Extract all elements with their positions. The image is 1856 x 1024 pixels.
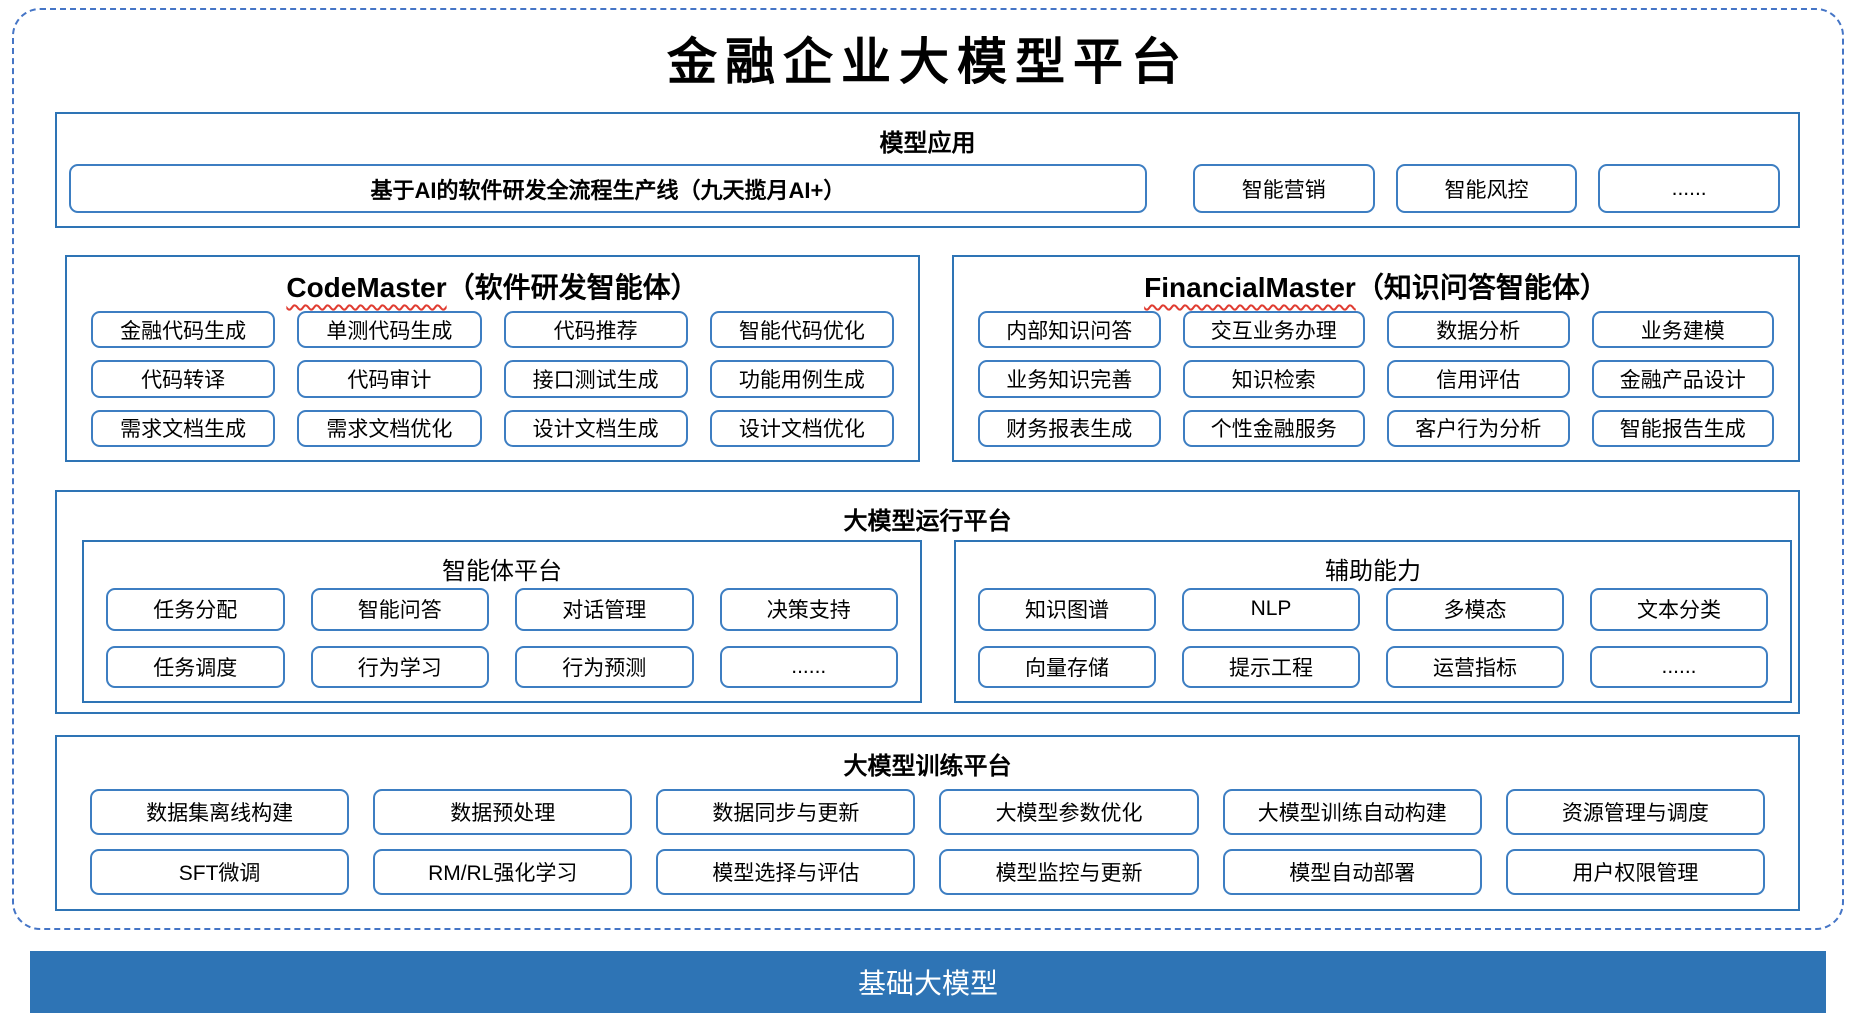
codemaster-item: 设计文档优化 (709, 409, 894, 447)
app-item: 智能营销 (1192, 164, 1375, 213)
financialmaster-item: 信用评估 (1387, 360, 1570, 398)
codemaster-item: 接口测试生成 (503, 360, 688, 398)
training-item: 大模型训练自动构建 (1222, 789, 1482, 835)
model-applications-row: 基于AI的软件研发全流程生产线（九天揽月AI+） 智能营销 智能风控 .....… (69, 164, 1780, 213)
codemaster-item: 需求文档生成 (91, 409, 276, 447)
aux-capability-grid: 知识图谱 NLP 多模态 文本分类 向量存储 提示工程 运营指标 ...... (978, 588, 1768, 688)
training-item: 模型监控与更新 (939, 849, 1199, 895)
financialmaster-title-zh: （知识问答智能体） (1355, 272, 1608, 303)
financialmaster-title-en: FinancialMaster (1144, 272, 1356, 303)
section-codemaster: CodeMaster（软件研发智能体） 金融代码生成 单测代码生成 代码推荐 智… (65, 255, 920, 462)
aux-capability-title: 辅助能力 (1325, 558, 1421, 585)
agent-item: 行为预测 (515, 645, 694, 688)
foundation-model-label: 基础大模型 (857, 968, 998, 999)
codemaster-item: 代码转译 (91, 360, 276, 398)
financialmaster-item: 交互业务办理 (1182, 311, 1365, 349)
aux-item: 提示工程 (1182, 645, 1360, 688)
diagram-title: 金融企业大模型平台 (667, 32, 1189, 91)
section-financialmaster: FinancialMaster（知识问答智能体） 内部知识问答 交互业务办理 数… (952, 255, 1800, 462)
training-item: 模型自动部署 (1222, 849, 1482, 895)
training-item: 用户权限管理 (1505, 849, 1765, 895)
codemaster-item: 需求文档优化 (297, 409, 482, 447)
aux-item: 向量存储 (978, 645, 1156, 688)
section-codemaster-title: CodeMaster（软件研发智能体） (67, 266, 918, 306)
aux-item-ellipsis: ...... (1590, 645, 1768, 688)
agent-item: 任务分配 (106, 588, 285, 631)
agent-platform-title: 智能体平台 (442, 558, 562, 585)
financialmaster-item: 数据分析 (1387, 311, 1570, 349)
codemaster-item: 设计文档生成 (503, 409, 688, 447)
training-item: SFT微调 (90, 849, 350, 895)
training-item: 数据预处理 (373, 789, 633, 835)
section-model-applications: 模型应用 基于AI的软件研发全流程生产线（九天揽月AI+） 智能营销 智能风控 … (55, 112, 1800, 228)
codemaster-item: 单测代码生成 (297, 311, 482, 349)
training-item: RM/RL强化学习 (373, 849, 633, 895)
agent-item: 智能问答 (310, 588, 489, 631)
codemaster-item: 智能代码优化 (709, 311, 894, 349)
agent-item-ellipsis: ...... (719, 645, 898, 688)
foundation-model-bar: 基础大模型 (30, 951, 1826, 1013)
subsection-aux-capability: 辅助能力 知识图谱 NLP 多模态 文本分类 向量存储 提示工程 运营指标 ..… (954, 540, 1792, 703)
section-runtime-title: 大模型运行平台 (843, 508, 1012, 535)
section-training-title: 大模型训练平台 (843, 753, 1012, 780)
training-item: 模型选择与评估 (656, 849, 916, 895)
codemaster-item: 代码审计 (297, 360, 482, 398)
aux-item: 文本分类 (1590, 588, 1768, 631)
codemaster-grid: 金融代码生成 单测代码生成 代码推荐 智能代码优化 代码转译 代码审计 接口测试… (91, 311, 894, 447)
section-runtime-platform: 大模型运行平台 智能体平台 任务分配 智能问答 对话管理 决策支持 任务调度 行… (55, 490, 1800, 714)
agent-item: 任务调度 (106, 645, 285, 688)
training-item: 大模型参数优化 (939, 789, 1199, 835)
aux-item: 多模态 (1386, 588, 1564, 631)
financialmaster-item: 知识检索 (1182, 360, 1365, 398)
agent-item: 对话管理 (515, 588, 694, 631)
aux-item: 运营指标 (1386, 645, 1564, 688)
section-training-platform: 大模型训练平台 数据集离线构建 数据预处理 数据同步与更新 大模型参数优化 大模… (55, 735, 1800, 911)
app-item-ai-pipeline: 基于AI的软件研发全流程生产线（九天揽月AI+） (69, 164, 1147, 213)
financialmaster-item: 业务建模 (1591, 311, 1774, 349)
codemaster-title-zh: （软件研发智能体） (446, 272, 699, 303)
training-item: 资源管理与调度 (1505, 789, 1765, 835)
outer-dashed-border (12, 8, 1844, 930)
codemaster-item: 金融代码生成 (91, 311, 276, 349)
section-model-applications-title: 模型应用 (879, 130, 976, 157)
agent-platform-grid: 任务分配 智能问答 对话管理 决策支持 任务调度 行为学习 行为预测 .....… (106, 588, 898, 688)
codemaster-item: 代码推荐 (503, 311, 688, 349)
section-financialmaster-title: FinancialMaster（知识问答智能体） (954, 266, 1798, 306)
aux-item: 知识图谱 (978, 588, 1156, 631)
subsection-agent-platform: 智能体平台 任务分配 智能问答 对话管理 决策支持 任务调度 行为学习 行为预测… (82, 540, 922, 703)
app-item: 智能风控 (1395, 164, 1578, 213)
financialmaster-item: 业务知识完善 (978, 360, 1161, 398)
financialmaster-item: 财务报表生成 (978, 409, 1161, 447)
financialmaster-item: 金融产品设计 (1591, 360, 1774, 398)
financialmaster-item: 个性金融服务 (1182, 409, 1365, 447)
agent-item: 行为学习 (310, 645, 489, 688)
financialmaster-item: 内部知识问答 (978, 311, 1161, 349)
training-item: 数据同步与更新 (656, 789, 916, 835)
financialmaster-item: 客户行为分析 (1387, 409, 1570, 447)
aux-item: NLP (1182, 588, 1360, 631)
training-grid: 数据集离线构建 数据预处理 数据同步与更新 大模型参数优化 大模型训练自动构建 … (90, 789, 1765, 895)
agent-item: 决策支持 (719, 588, 898, 631)
financialmaster-item: 智能报告生成 (1591, 409, 1774, 447)
financialmaster-grid: 内部知识问答 交互业务办理 数据分析 业务建模 业务知识完善 知识检索 信用评估… (978, 311, 1774, 447)
training-item: 数据集离线构建 (90, 789, 350, 835)
app-item-ellipsis: ...... (1598, 164, 1780, 213)
codemaster-item: 功能用例生成 (709, 360, 894, 398)
codemaster-title-en: CodeMaster (286, 272, 447, 303)
